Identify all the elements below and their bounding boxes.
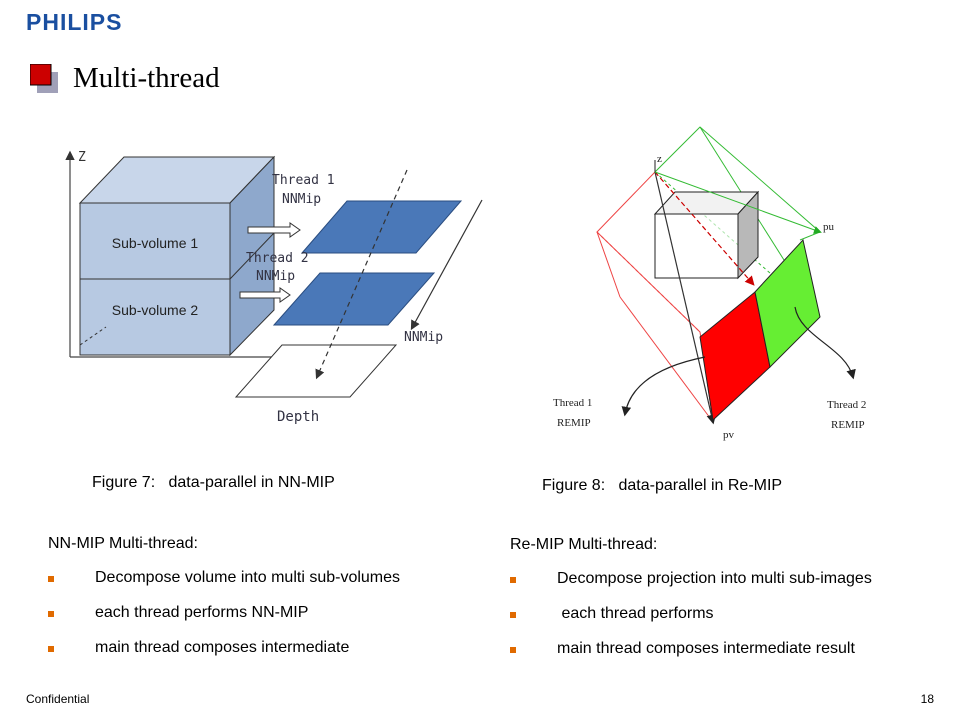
fig8-thread2-label-a: Thread 2 [827,399,866,411]
figure8-diagram: z pu pv Thread 1 REMIP Thread 2 REMIP [553,126,866,441]
philips-logo: PHILIPS [26,9,123,35]
left-list-item: main thread composes intermediate [95,639,350,656]
left-list-item: Decompose volume into multi sub-volumes [95,569,401,586]
right-list-item: each thread performs [557,605,714,622]
thread2-sub-image [754,238,821,369]
thread1-slab [300,200,463,254]
thread1-label-a: Thread 1 [272,173,335,188]
right-list-title: Re-MIP Multi-thread: [510,536,658,553]
fig8-thread2-label-b: REMIP [831,419,865,431]
nnmip-arrow [410,199,483,331]
fig7-depth-axis [79,326,107,346]
thread1-curved-arrow [621,356,706,417]
bullet-icon [48,611,54,617]
depth-label: Depth [277,409,319,425]
subvolume1-label: Sub-volume 1 [112,235,199,251]
nnmip-label: NNMip [404,330,443,345]
bullet-icon [510,647,516,653]
left-list-title: NN-MIP Multi-thread: [48,535,198,552]
figure7-diagram: Z Sub-volume 1 Sub-volume 2 Thread 1 NNM… [65,150,483,425]
red-frustum-edge-left [596,231,621,298]
fig8-pu-label: pu [823,221,835,233]
thread2-label-b: NNMip [256,269,295,284]
subvolume2-block [79,278,231,356]
figure7-caption: Figure 7: data-parallel in NN-MIP [92,474,335,491]
right-list-item: main thread composes intermediate result [557,640,855,657]
footer-confidential: Confidential [26,692,90,706]
left-list-item: each thread performs NN-MIP [95,604,309,621]
figure8-caption: Figure 8: data-parallel in Re-MIP [542,477,783,494]
fig8-thread1-label-a: Thread 1 [553,397,592,409]
fig7-z-label: Z [78,150,86,165]
cube-split-line [229,232,275,280]
subvolume2-label: Sub-volume 2 [112,302,199,318]
thread2-label-a: Thread 2 [246,251,309,266]
fig8-ray-red [654,171,755,286]
green-frustum-edge-outer [654,126,821,241]
thread2-arrow [239,287,291,303]
fig8-thread1-label-b: REMIP [557,417,591,429]
subvolume1-block [79,202,231,280]
thread1-label-b: NNMip [282,192,321,207]
title-bullet-icon [30,64,58,93]
bullet-icon [48,576,54,582]
thread2-curved-arrow [794,306,856,380]
bullet-icon [510,577,516,583]
bullet-icon [510,612,516,618]
thread1-arrow [247,222,301,238]
right-list-item: Decompose projection into multi sub-imag… [557,570,872,587]
fig8-pu-axis [654,171,822,234]
projection-ray [315,169,408,380]
fig8-cube-front [654,213,739,279]
footer-page-number: 18 [920,692,934,706]
fig8-z-label: z [657,153,662,165]
depth-plane [234,344,398,398]
fig8-pv-axis [654,171,717,425]
slide-title: Multi-thread [73,62,220,94]
red-frustum-edge-lower [619,296,714,423]
thread2-slab [272,272,436,326]
bullet-icon [48,646,54,652]
fig8-pv-label: pv [723,429,735,441]
